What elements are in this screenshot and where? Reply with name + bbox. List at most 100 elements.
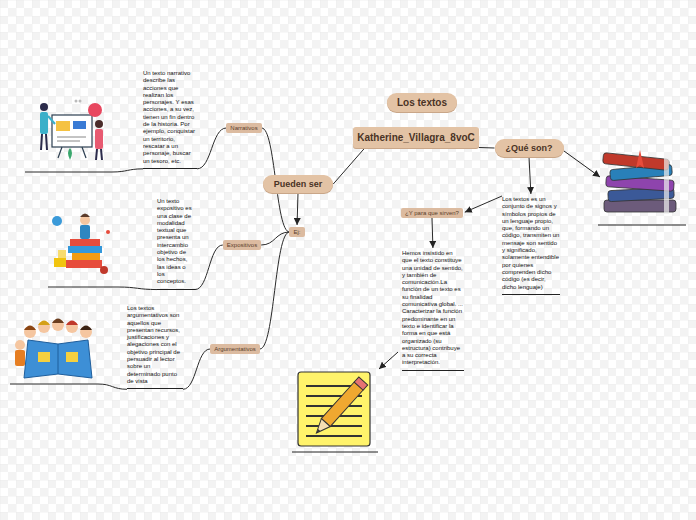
notepad-illustration <box>312 377 368 437</box>
image-arrow <box>564 151 600 177</box>
book-stack-illustration <box>636 150 644 168</box>
image-underline <box>598 225 686 226</box>
notepad-illustration <box>312 419 330 437</box>
node-text: Un texto expositivo es una clase de moda… <box>157 198 195 286</box>
teacher-illustration <box>95 129 103 149</box>
image-leader <box>48 287 157 290</box>
node-text: ¿Qué son? <box>506 143 553 153</box>
node-text: Los textos <box>397 97 447 108</box>
teacher-illustration <box>96 149 97 160</box>
type-note: Un texto narrativo describe las acciones… <box>143 70 197 169</box>
books-kid-illustration <box>72 253 100 260</box>
reading-children-illustration <box>15 340 25 350</box>
connector <box>333 148 365 185</box>
books-kid-illustration <box>106 230 110 234</box>
book-stack-illustration <box>603 150 676 214</box>
question-pill: ¿Qué son? <box>495 139 564 157</box>
reading-children-illustration <box>24 326 36 331</box>
teacher-illustration <box>88 103 102 117</box>
notepad-illustration <box>354 377 368 390</box>
connector <box>195 245 223 290</box>
node-text: Expositivos <box>227 242 257 248</box>
connector <box>529 157 531 194</box>
books-kid-illustration <box>80 225 90 239</box>
reading-children-illustration <box>38 352 50 362</box>
reading-children-illustration <box>38 321 50 333</box>
reading-children-illustration <box>66 321 78 326</box>
image-underline <box>292 452 378 453</box>
teacher-illustration <box>40 112 48 134</box>
notepad-illustration <box>306 425 362 427</box>
node-text: Narrativos <box>230 125 257 131</box>
teacher-illustration <box>48 116 55 124</box>
connector <box>465 196 502 212</box>
books-kid-illustration <box>52 214 110 275</box>
reading-children-illustration <box>52 319 64 331</box>
type-tag: Argumentativos <box>210 344 260 354</box>
connector <box>183 349 210 389</box>
reading-children-illustration <box>66 352 78 362</box>
example-tag: Ej: <box>289 227 304 237</box>
node-text: Ej: <box>293 229 300 235</box>
teacher-illustration <box>40 100 103 161</box>
definition-note: Los textos es un conjunto de signos y sí… <box>502 196 560 295</box>
teacher-illustration <box>57 137 86 138</box>
node-text: Un texto narrativo describe las acciones… <box>143 70 197 165</box>
connector <box>260 232 290 349</box>
node-text: Katherine_Villagra_8voC <box>357 132 475 143</box>
teacher-illustration <box>101 149 102 160</box>
reading-children-illustration <box>52 319 64 324</box>
teacher-illustration <box>82 147 86 158</box>
image-arrow <box>379 151 600 369</box>
node-text: Pueden ser <box>274 179 323 189</box>
type-note: Los textos argumentativos son aquellos q… <box>127 305 183 389</box>
teacher-illustration <box>56 121 70 131</box>
title-pill: Los textos <box>387 93 457 112</box>
teacher-illustration <box>95 120 103 128</box>
reading-children-illustration <box>66 321 78 333</box>
notepad-illustration <box>315 429 320 434</box>
notepad-illustration <box>298 372 370 446</box>
type-tag: Narrativos <box>226 123 261 133</box>
node-text: Los textos es un conjunto de signos y sí… <box>502 196 560 291</box>
connector <box>261 232 289 245</box>
notepad-illustration <box>321 381 363 426</box>
reading-children-illustration <box>15 319 92 379</box>
connector <box>197 128 226 169</box>
books-kid-illustration <box>52 216 62 226</box>
notepad-illustration <box>306 435 362 437</box>
book-stack-illustration <box>664 158 669 214</box>
teacher-illustration <box>75 100 78 103</box>
types-pill: Pueden ser <box>263 175 334 193</box>
teacher-illustration <box>57 141 80 142</box>
type-tag: Expositivos <box>223 240 261 250</box>
books-kid-illustration <box>58 250 66 258</box>
teacher-illustration <box>46 134 47 150</box>
teacher-illustration <box>41 134 42 150</box>
node-text: Hemos insistido en que el texto constitu… <box>402 250 464 367</box>
reading-children-illustration <box>15 350 25 366</box>
node-text: Argumentativos <box>214 346 256 352</box>
purpose-note: Hemos insistido en que el texto constitu… <box>402 250 464 371</box>
author-box: Katherine_Villagra_8voC <box>353 127 479 148</box>
connector <box>297 193 299 225</box>
image-underline <box>292 225 686 452</box>
teacher-illustration <box>68 148 72 160</box>
reading-children-illustration <box>58 344 59 374</box>
books-kid-illustration <box>80 214 90 218</box>
image-arrow <box>379 352 398 369</box>
image-leader <box>10 384 127 389</box>
connector <box>431 218 433 248</box>
reading-children-illustration <box>24 340 92 378</box>
teacher-illustration <box>79 100 82 103</box>
book-stack-illustration <box>603 153 670 171</box>
teacher-illustration <box>40 103 48 111</box>
books-kid-illustration <box>70 239 100 246</box>
books-kid-illustration <box>100 266 108 274</box>
connector <box>479 147 495 149</box>
question-tag: ¿Y para que sirven? <box>401 208 463 218</box>
